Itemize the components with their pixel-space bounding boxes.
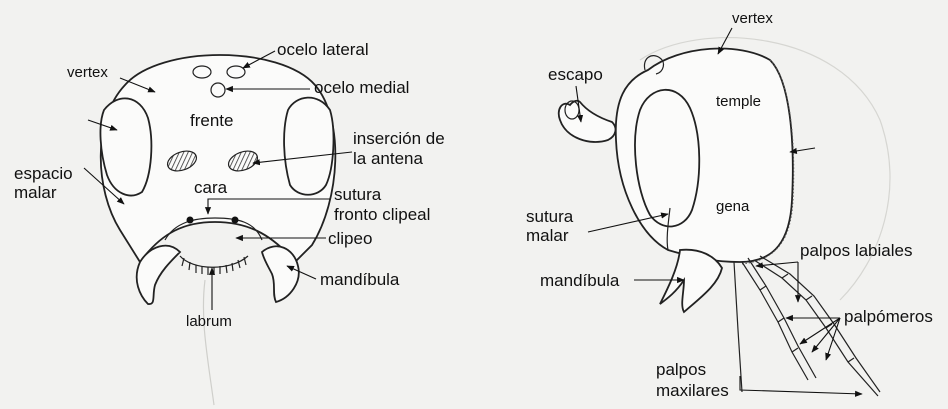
front-suture-dot-left — [187, 217, 194, 224]
label-insercion-1: inserción de — [353, 129, 445, 148]
label-labrum: labrum — [186, 313, 232, 330]
label-clipeo: clipeo — [328, 229, 372, 248]
label-vertex-front: vertex — [67, 64, 108, 81]
side-mandible — [660, 250, 722, 312]
leader-palpomeros-3 — [826, 318, 840, 360]
label-mandibula-front: mandíbula — [320, 270, 400, 289]
label-palpos-labiales: palpos labiales — [800, 241, 912, 260]
leader-palpos-maxilares — [740, 376, 862, 394]
front-suture-dot-right — [232, 217, 239, 224]
side-view-head — [559, 38, 890, 396]
label-frente: frente — [190, 111, 233, 130]
label-insercion-2: la antena — [353, 149, 423, 168]
label-mandibula-side: mandíbula — [540, 271, 620, 290]
label-malar-front: malar — [14, 183, 57, 202]
label-palpomeros: palpómeros — [844, 307, 933, 326]
side-labial-segments — [760, 286, 798, 352]
label-sutura-side: sutura — [526, 207, 574, 226]
side-maxillary-palps — [754, 256, 880, 396]
label-malar-side: malar — [526, 226, 569, 245]
label-fronto-clipeal: fronto clipeal — [334, 205, 430, 224]
side-scape — [559, 101, 616, 142]
label-ocelo-medial: ocelo medial — [314, 78, 409, 97]
front-view-head — [100, 55, 335, 405]
label-cara: cara — [194, 178, 228, 197]
label-espacio: espacio — [14, 164, 73, 183]
front-right-compound-eye — [284, 98, 333, 195]
label-vertex-side: vertex — [732, 10, 773, 27]
leader-palpos-labiales-2 — [756, 262, 798, 266]
label-temple: temple — [716, 93, 761, 110]
front-labrum-fringe — [182, 257, 246, 275]
label-sutura-front: sutura — [334, 185, 382, 204]
label-escapo: escapo — [548, 65, 603, 84]
side-palp-base — [734, 262, 742, 392]
label-ocelo-lateral: ocelo lateral — [277, 40, 369, 59]
front-right-mandible — [262, 246, 299, 302]
leader-palpomeros-4 — [812, 318, 840, 352]
label-gena: gena — [716, 198, 750, 215]
label-palpos: palpos — [656, 360, 706, 379]
label-maxilares: maxilares — [656, 381, 729, 400]
